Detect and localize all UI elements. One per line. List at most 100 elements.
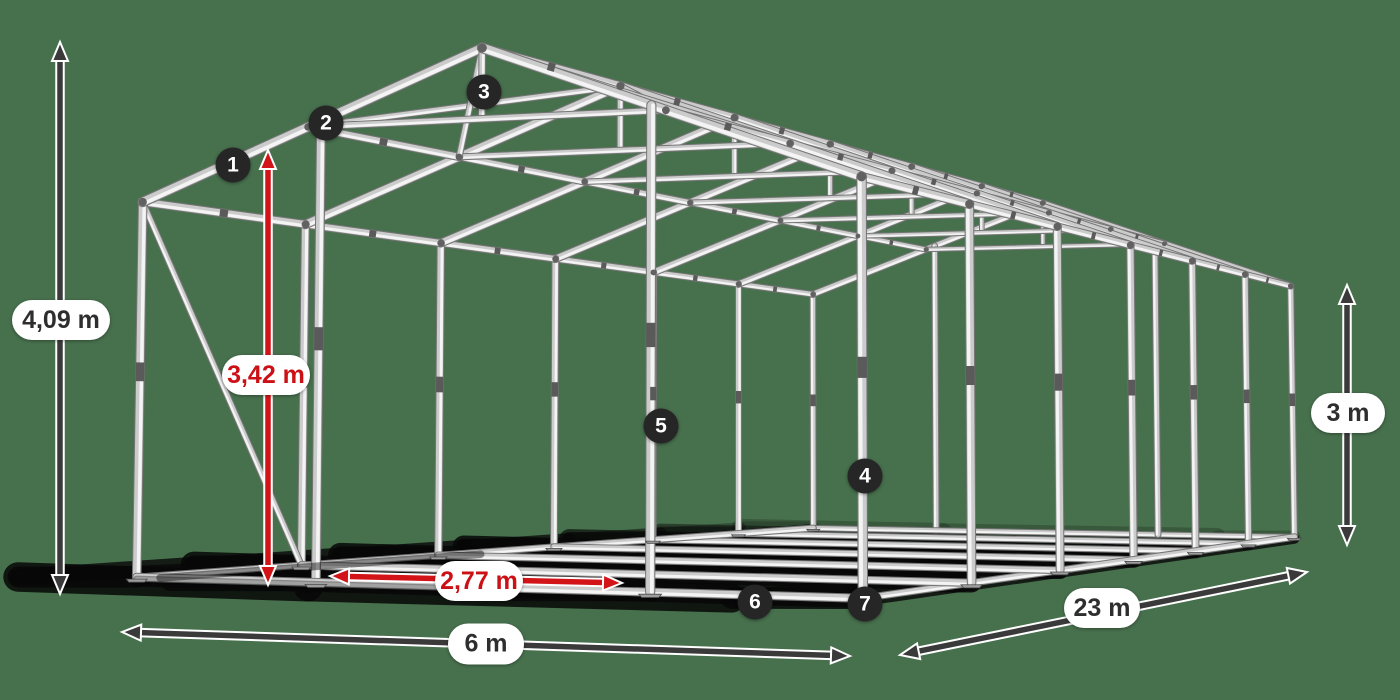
frame-joints	[125, 43, 1303, 605]
frame-group	[856, 171, 869, 604]
frame-member	[1053, 222, 1061, 231]
frame-member	[315, 119, 325, 585]
frame-member	[119, 623, 143, 643]
frame-member	[333, 539, 471, 562]
frame-member	[930, 178, 937, 186]
frame-member	[1186, 552, 1205, 556]
frame-member	[1287, 283, 1294, 289]
frame-member	[837, 153, 844, 161]
frame-member	[888, 167, 895, 174]
frame-member	[1039, 200, 1046, 206]
frame-member	[327, 566, 351, 586]
frame-member	[1188, 257, 1196, 265]
frame-member	[644, 540, 662, 544]
frame-member	[258, 147, 278, 170]
frame-member	[1090, 231, 1097, 240]
frame-member	[805, 528, 821, 532]
frame-member	[1189, 259, 1196, 553]
frame-group	[139, 198, 305, 569]
frame-group	[1126, 240, 1138, 565]
frame-member	[156, 550, 485, 582]
part-number: 5	[655, 414, 667, 437]
frame-member	[723, 122, 733, 132]
frame-member	[650, 269, 657, 276]
part-number: 2	[320, 111, 332, 134]
frame-member	[1009, 191, 1014, 198]
frame-member	[923, 247, 929, 252]
dimension-label-entrance-height: 3,42 m	[222, 355, 310, 395]
frame-member	[812, 528, 1296, 539]
frame-member	[908, 163, 915, 170]
frame-group	[455, 139, 794, 161]
frame-member	[436, 555, 1062, 573]
frame-member	[655, 522, 747, 539]
frame-member	[379, 137, 388, 147]
frame-member	[1161, 241, 1167, 247]
dimension-value: 6 m	[464, 629, 508, 658]
frame-member	[673, 97, 681, 107]
frame-group	[296, 219, 310, 570]
frame-group	[304, 106, 670, 131]
frame-member	[50, 574, 70, 597]
frame-member	[966, 202, 972, 585]
part-badge-6: 6	[737, 584, 773, 620]
frame-group	[1287, 282, 1298, 541]
frame-member	[1054, 224, 1061, 572]
frame-member	[651, 539, 1197, 554]
frame-member	[897, 641, 922, 661]
frame-group	[645, 100, 657, 598]
frame-member	[301, 222, 309, 567]
frame-member	[306, 110, 668, 130]
frame-member	[1127, 243, 1134, 562]
frame-member	[889, 240, 894, 246]
frame-member	[810, 291, 816, 297]
frame-member	[140, 201, 302, 567]
frame-member	[737, 533, 1250, 546]
frame-member	[867, 151, 874, 159]
frame-member	[662, 106, 670, 115]
frame-member	[1337, 282, 1357, 305]
frame-member	[1135, 233, 1139, 240]
part-badge-7: 7	[847, 586, 883, 622]
frame-group	[476, 42, 867, 183]
dimension-label-width: 6 m	[448, 623, 524, 665]
frame-member	[731, 208, 738, 215]
frame-group	[734, 280, 743, 538]
frame-group	[434, 238, 445, 560]
frame-member	[581, 178, 588, 185]
frame-member	[1158, 249, 1164, 257]
frame-member	[1045, 210, 1052, 216]
frame-member	[816, 225, 821, 231]
frame-group	[809, 290, 817, 532]
frame-member	[633, 188, 640, 196]
frame-member	[138, 197, 147, 207]
frame-member	[786, 139, 794, 147]
frame-member	[458, 143, 792, 160]
part-number: 4	[859, 464, 871, 487]
frame-member	[1240, 544, 1257, 548]
frame-member	[546, 62, 556, 72]
frame-member	[258, 565, 278, 588]
part-badge-3: 3	[466, 74, 502, 110]
frame-member	[730, 113, 739, 122]
frame-group	[931, 242, 940, 534]
frame-member	[1242, 273, 1249, 545]
frame-member	[692, 275, 698, 282]
frame-member	[600, 262, 607, 269]
dimension-value: 3,42 m	[227, 360, 305, 389]
frame-member	[455, 153, 463, 161]
frame-member	[517, 165, 526, 173]
frame-member	[1107, 226, 1114, 232]
frame-member	[777, 217, 783, 224]
dimension-label-side-height: 3 m	[1311, 393, 1385, 433]
frame-member	[616, 81, 625, 91]
frame-member	[730, 534, 747, 538]
frame-member	[687, 199, 693, 206]
frame-member	[304, 583, 328, 588]
frame-group	[964, 199, 977, 588]
frame-group	[649, 536, 1200, 555]
part-badge-5: 5	[643, 408, 679, 444]
frame-member	[1288, 284, 1295, 539]
